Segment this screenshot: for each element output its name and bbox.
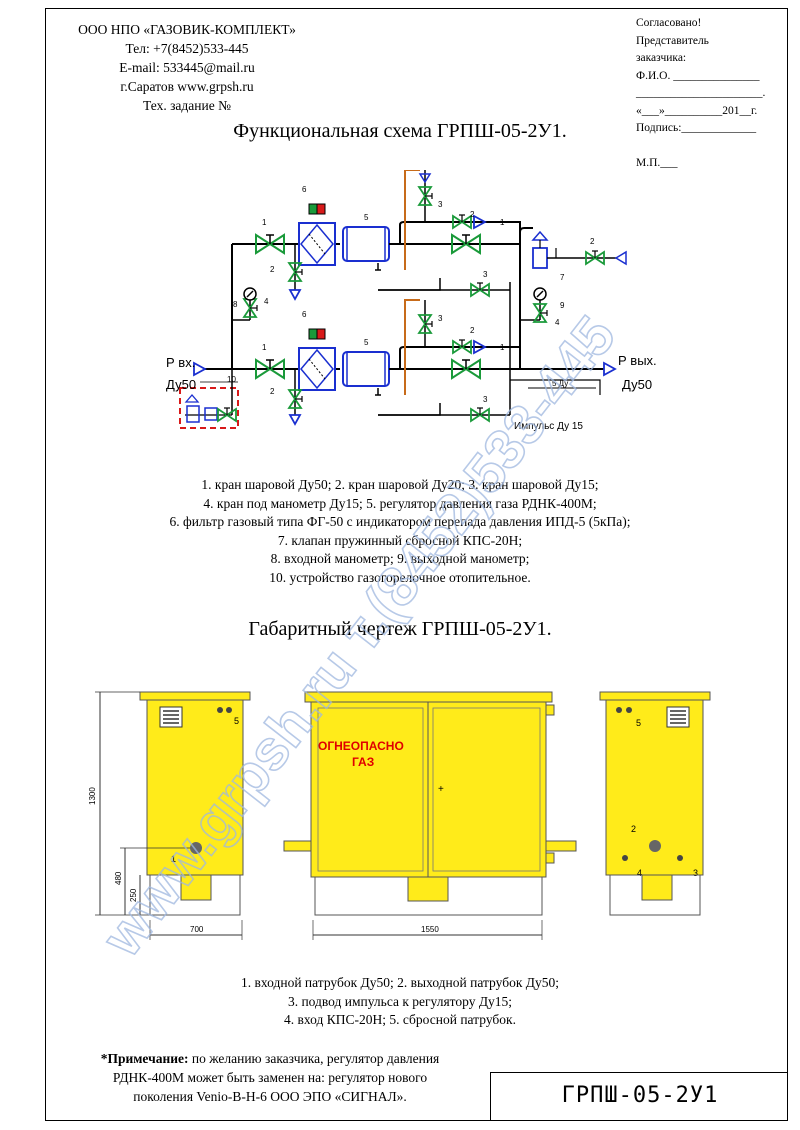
svg-text:+: +	[438, 784, 444, 795]
company-email: E-mail: 533445@mail.ru	[119, 60, 255, 75]
callout-numbers: 1 1 1 1 2 2 2 2 2 3 3 3 3 4 4 5 5 6 6 7 …	[227, 185, 595, 404]
svg-text:5: 5	[636, 718, 641, 728]
approval-blank: ______________________.	[636, 87, 766, 99]
note-label: *Примечание:	[100, 1051, 189, 1066]
dim-700: 700	[190, 925, 204, 934]
scheme-legend: 1. кран шаровой Ду50; 2. кран шаровой Ду…	[0, 476, 800, 587]
legend2-line: 4. вход КПС-20Н; 5. сбросной патрубок.	[284, 1012, 516, 1027]
dim-height: 1300	[88, 787, 97, 805]
svg-text:1: 1	[171, 854, 176, 864]
title-block: ГРПШ-05-2У1	[490, 1072, 788, 1121]
dimensional-drawing: 5 1 1300 480 250 700 + ОГНЕОПАСНО ГАЗ	[88, 691, 711, 940]
callout-4a: 4	[264, 297, 269, 306]
company-header: ООО НПО «ГАЗОВИК-КОМПЛЕКТ» Тел: +7(8452)…	[52, 20, 322, 115]
callout-5a: 5	[364, 213, 369, 222]
callout-3c: 3	[483, 270, 488, 279]
callout-2d: 2	[470, 326, 475, 335]
svg-text:2: 2	[631, 824, 636, 834]
callout-6a: 6	[302, 185, 307, 194]
callout-2b: 2	[270, 387, 275, 396]
functional-scheme: Р вх. Ду50 Р вых. Ду50 Импульс Ду 15 5 Д…	[166, 170, 657, 432]
approval-line3: заказчика:	[636, 52, 687, 64]
approval-date: «___»__________201__г.	[636, 104, 758, 117]
du-in-label: Ду50	[166, 377, 196, 392]
dim-480: 480	[114, 871, 123, 885]
svg-text:4: 4	[637, 868, 642, 878]
legend2-line: 1. входной патрубок Ду50; 2. выходной па…	[241, 975, 559, 990]
note-line1: по желанию заказчика, регулятор давления	[188, 1051, 440, 1066]
p-out-label: Р вых.	[618, 353, 657, 368]
callout-10: 10	[227, 375, 236, 384]
callout-2e: 2	[590, 237, 595, 246]
note-line3: поколения Venio-В-Н-6 ООО ЭПО «СИГНАЛ».	[133, 1089, 407, 1104]
legend-line: 7. клапан пружинный сбросной КПС-20Н;	[277, 532, 523, 548]
side-view-left: 5 1 1300 480 250 700	[88, 691, 251, 940]
company-phone: Тел: +7(8452)533-445	[125, 41, 249, 56]
company-city-site: г.Саратов www.grpsh.ru	[120, 79, 254, 94]
svg-text:3: 3	[693, 868, 698, 878]
warning-label-2: ГАЗ	[352, 755, 374, 769]
callout-2a: 2	[270, 265, 275, 274]
note-line2: РДНК-400М может быть заменен на: регулят…	[112, 1070, 428, 1085]
callout-7: 7	[560, 273, 565, 282]
legend-line: 6. фильтр газовый типа ФГ-50 с индикатор…	[169, 514, 631, 529]
drawing-frame	[45, 8, 788, 1121]
approval-line1: Согласовано!	[636, 17, 702, 29]
du-out-label: Ду50	[622, 377, 652, 392]
warning-label-1: ОГНЕОПАСНО	[318, 739, 404, 753]
callout-1d: 1	[500, 343, 505, 352]
title-block-text: ГРПШ-05-2У1	[561, 1083, 719, 1108]
tech-task: Тех. задание №	[143, 98, 231, 113]
legend-line: 4. кран под манометр Ду15; 5. регулятор …	[203, 495, 597, 511]
dim-1550: 1550	[421, 925, 439, 934]
drawing-legend: 1. входной патрубок Ду50; 2. выходной па…	[0, 974, 800, 1030]
callout-4b: 4	[555, 318, 560, 327]
functional-scheme-title: Функциональная схема ГРПШ-05-2У1.	[233, 120, 567, 142]
five-du-label: 5 Ду	[552, 379, 568, 388]
callout-3b: 3	[438, 314, 443, 323]
callout-6b: 6	[302, 310, 307, 319]
p-in-label: Р вх.	[166, 355, 195, 370]
legend-line: 10. устройство газогорелочное отопительн…	[269, 569, 531, 585]
approval-block: Согласовано! Представитель заказчика: Ф.…	[636, 15, 786, 172]
svg-text:5: 5	[234, 716, 239, 726]
legend-line: 1. кран шаровой Ду50; 2. кран шаровой Ду…	[201, 477, 599, 492]
callout-5b: 5	[364, 338, 369, 347]
dim-250: 250	[129, 888, 138, 902]
callout-1a: 1	[262, 218, 267, 227]
callout-1c: 1	[500, 218, 505, 227]
callout-8: 8	[233, 300, 238, 309]
side-view-right: 5 2 4 3	[599, 691, 711, 916]
impulse-label: Импульс Ду 15	[514, 421, 583, 432]
callout-2c: 2	[470, 210, 475, 219]
note-block: *Примечание: по желанию заказчика, регул…	[50, 1049, 490, 1106]
approval-stamp: М.П.___	[636, 156, 678, 169]
approval-line2: Представитель	[636, 34, 709, 47]
callout-3d: 3	[483, 395, 488, 404]
company-name: ООО НПО «ГАЗОВИК-КОМПЛЕКТ»	[78, 22, 296, 37]
front-view: + ОГНЕОПАСНО ГАЗ 1550	[283, 691, 577, 940]
approval-sign: Подпись:_____________	[636, 122, 757, 134]
dimensional-drawing-title: Габаритный чертеж ГРПШ-05-2У1.	[248, 618, 552, 640]
callout-3a: 3	[438, 200, 443, 209]
callout-1b: 1	[262, 343, 267, 352]
legend-line: 8. входной манометр; 9. выходной маномет…	[270, 551, 530, 566]
legend2-line: 3. подвод импульса к регулятору Ду15;	[287, 993, 513, 1009]
callout-9: 9	[560, 301, 565, 310]
approval-fio: Ф.И.О. _______________	[636, 69, 760, 82]
